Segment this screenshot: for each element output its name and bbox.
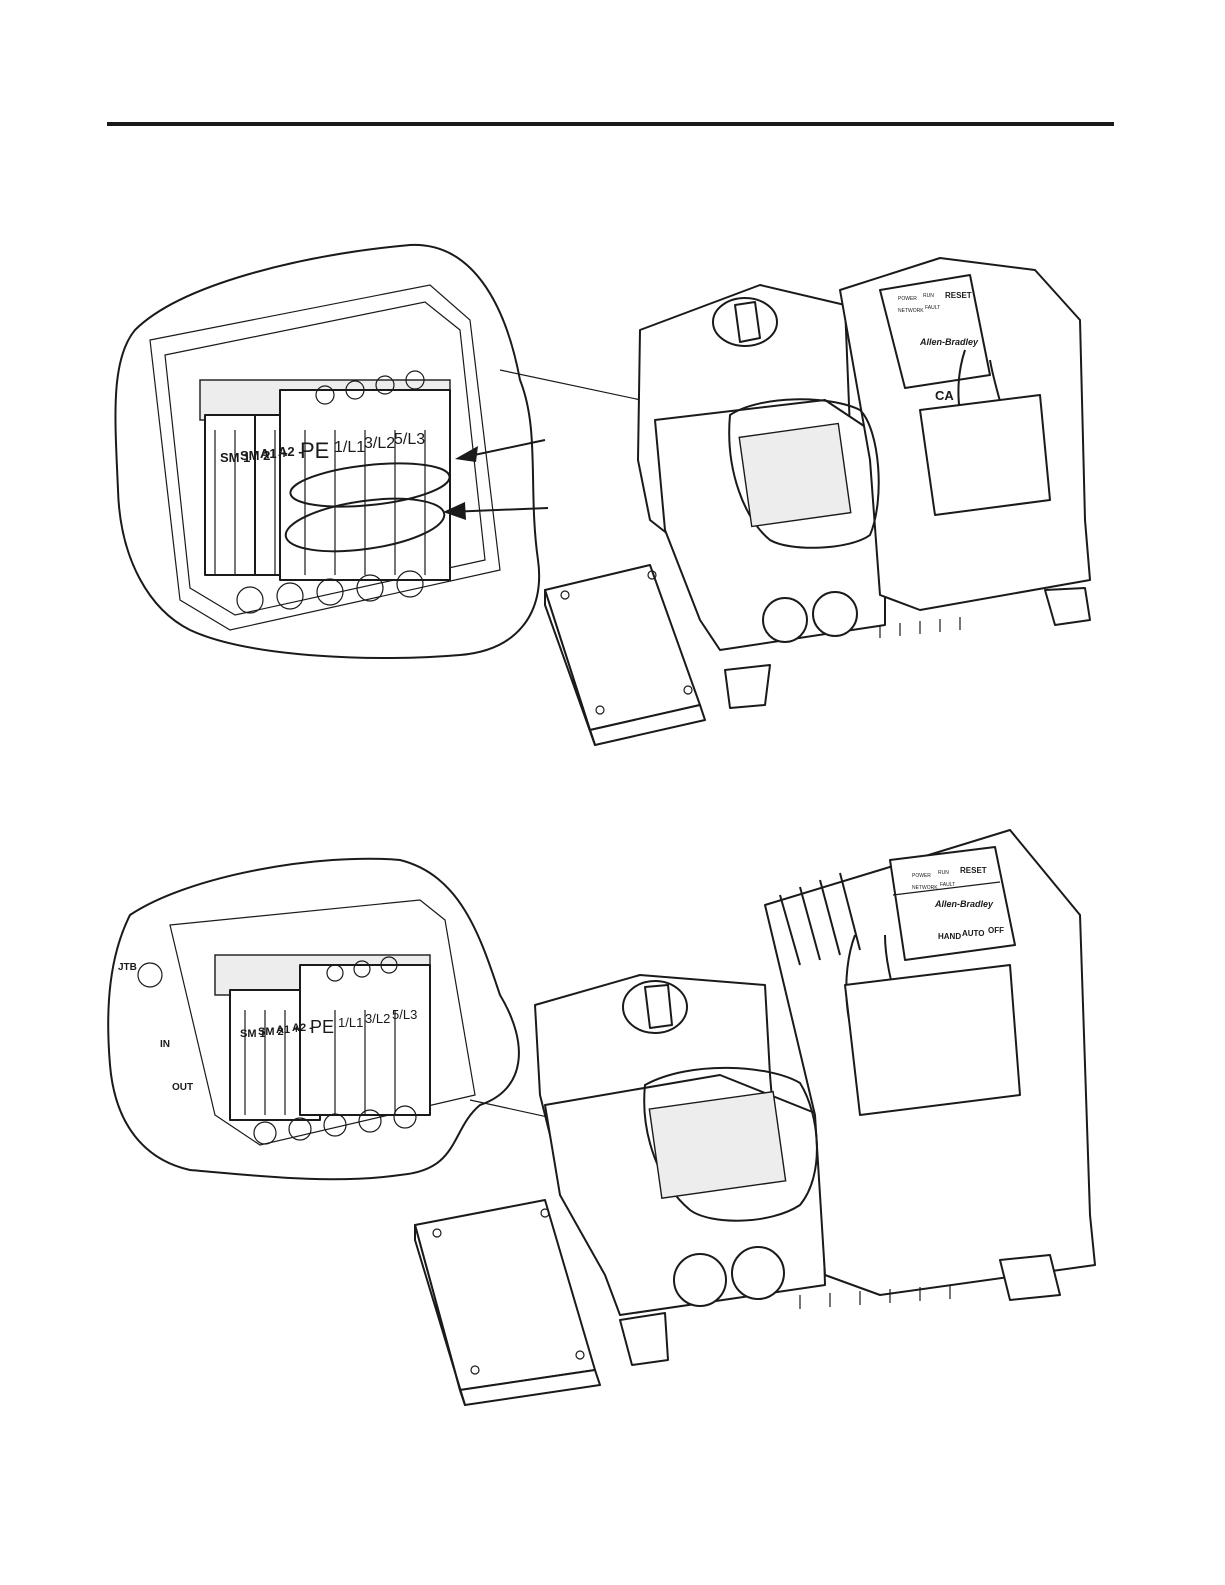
partial-label: CA bbox=[935, 388, 954, 403]
terminal-label: PE bbox=[300, 438, 329, 463]
figure-2-drive-enclosure: SM 1 SM 2 A1 + A2 - PE 1/L1 3/L2 5/L3 JT… bbox=[0, 815, 1225, 1415]
indicator-label: POWER bbox=[898, 296, 917, 302]
side-label: OUT bbox=[172, 1082, 193, 1093]
brand-logo-text: Allen-Bradley bbox=[919, 337, 979, 347]
terminal-label: 1/L1 bbox=[338, 1015, 363, 1030]
reset-button-label: RESET bbox=[960, 866, 987, 875]
terminal-label: A2 - bbox=[278, 444, 303, 459]
terminal-label: 5/L3 bbox=[394, 431, 425, 448]
indicator-label: NETWORK bbox=[898, 308, 924, 314]
drive-unit-2 bbox=[535, 830, 1095, 1365]
terminal-label: 3/L2 bbox=[365, 1011, 390, 1026]
off-button-label: OFF bbox=[988, 926, 1004, 935]
terminal-label: PE bbox=[310, 1017, 334, 1037]
side-label: JTB bbox=[118, 962, 137, 973]
removed-cover-2 bbox=[415, 1200, 600, 1405]
drive-unit-1 bbox=[638, 258, 1090, 708]
terminal-label: 1/L1 bbox=[334, 439, 365, 456]
auto-button-label: AUTO bbox=[962, 929, 985, 938]
indicator-label: POWER bbox=[912, 873, 931, 879]
indicator-label: FAULT bbox=[940, 882, 955, 888]
indicator-label: RUN bbox=[938, 870, 949, 876]
header-rule bbox=[107, 122, 1114, 126]
side-label: IN bbox=[160, 1039, 170, 1050]
terminal-label: 3/L2 bbox=[364, 435, 395, 452]
reset-button-label: RESET bbox=[945, 291, 972, 300]
hand-button-label: HAND bbox=[938, 932, 961, 941]
indicator-label: RUN bbox=[923, 293, 934, 299]
indicator-label: NETWORK bbox=[912, 885, 938, 891]
removed-cover-1 bbox=[545, 565, 705, 745]
brand-logo-text: Allen-Bradley bbox=[934, 899, 994, 909]
indicator-label: FAULT bbox=[925, 305, 940, 311]
figure-1-drive-enclosure: SM 1 SM 2 A1 + A2 - PE 1/L1 3/L2 5/L3 bbox=[0, 230, 1225, 760]
terminal-label: 5/L3 bbox=[392, 1007, 417, 1022]
